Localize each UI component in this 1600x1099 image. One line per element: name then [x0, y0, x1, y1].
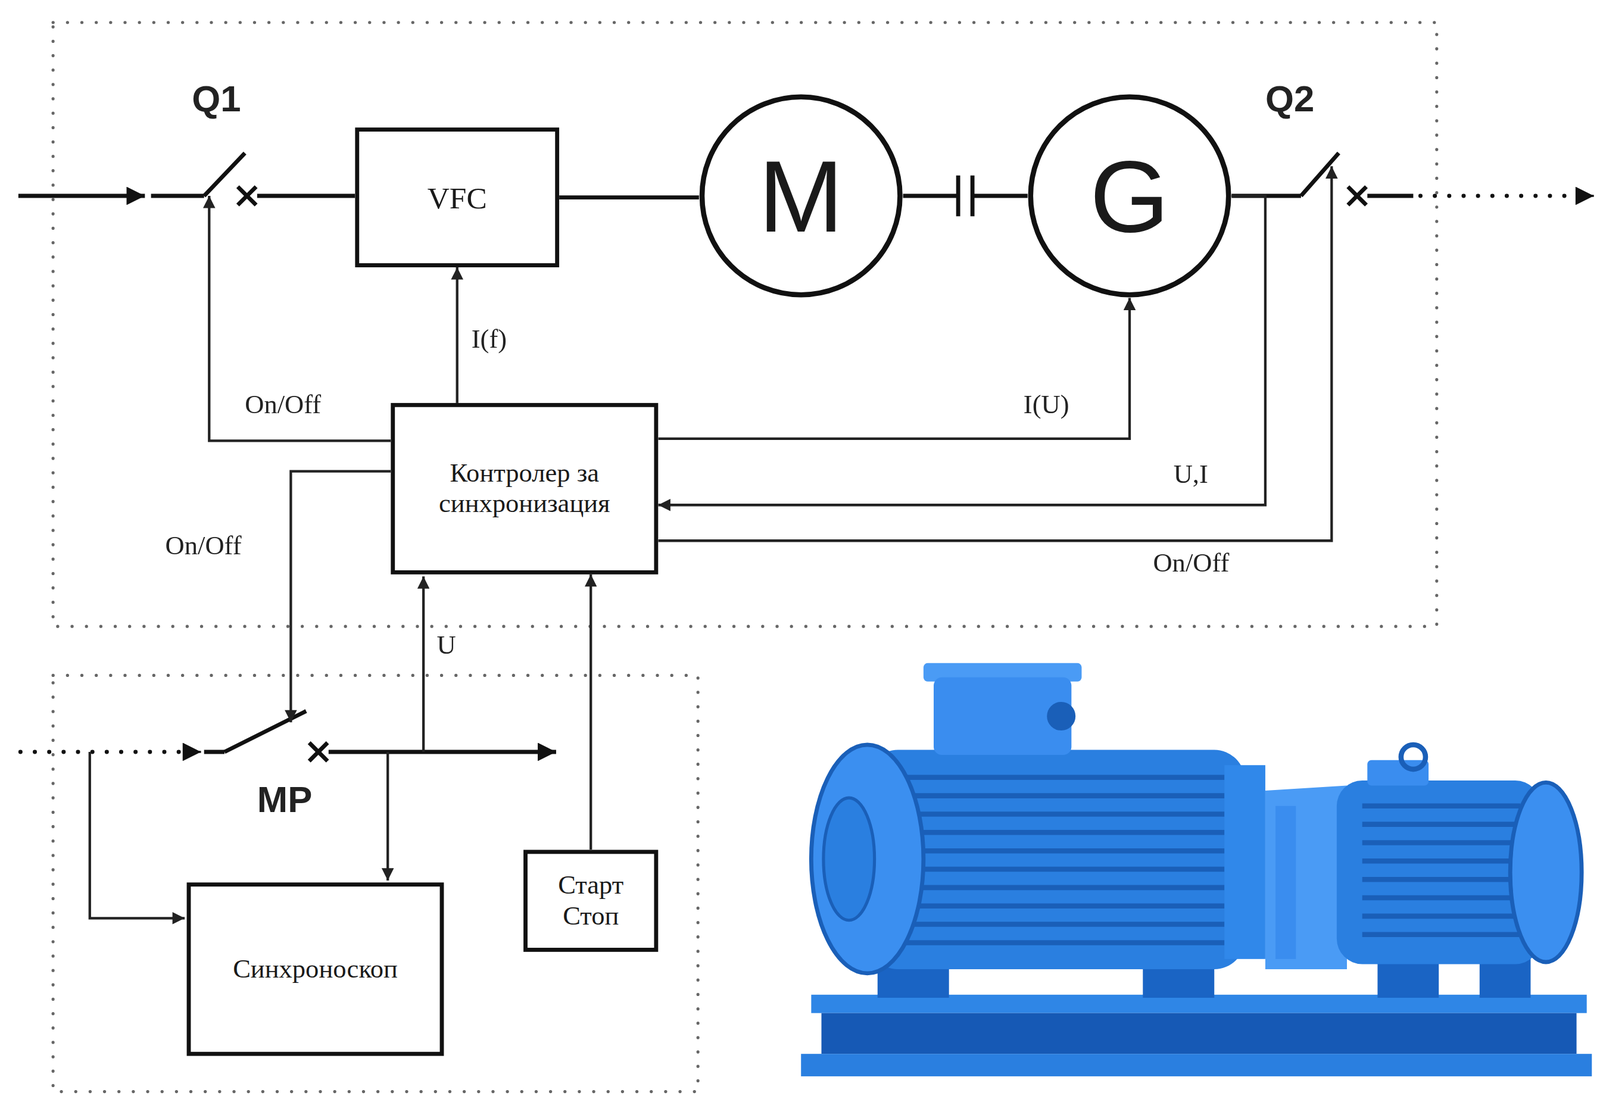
signal-name: U,I — [1173, 459, 1209, 490]
breaker-label: MP — [257, 778, 313, 822]
coupling-symbol — [958, 175, 973, 217]
controller-box: Контролер за синхронизация — [390, 403, 658, 575]
synchroscope-box: Синхроноскоп — [186, 882, 445, 1056]
node-text: Контролер за синхронизация — [409, 457, 640, 520]
signal-arrow — [589, 574, 592, 851]
power-line — [903, 194, 1028, 199]
breaker-label: Q2 — [1265, 77, 1315, 121]
signal-name: U — [436, 630, 456, 661]
signal-name: I(f) — [471, 324, 507, 355]
power-line — [559, 195, 700, 200]
start-stop-box: Старт Стоп — [523, 849, 658, 952]
signal-name: On/Off — [1152, 547, 1230, 579]
node-text: Синхроноскоп — [232, 953, 398, 985]
signal-name: On/Off — [165, 530, 242, 561]
dotted-frame — [52, 22, 1437, 1093]
breaker-label: Q1 — [191, 77, 241, 121]
node-text: M — [758, 144, 844, 247]
node-text: G — [1089, 144, 1169, 247]
node-text: Старт Стоп — [541, 870, 641, 932]
converter-box: VFC — [354, 127, 560, 268]
signal-arrow — [657, 297, 1130, 439]
node-text: VFC — [427, 179, 488, 215]
signal-name: I(U) — [1023, 390, 1070, 421]
signal-arrow — [456, 267, 459, 404]
motor-generator-illustration — [800, 663, 1592, 1077]
generator-circle: G — [1027, 94, 1233, 299]
signal-name: On/Off — [244, 390, 321, 421]
motor-circle: M — [699, 94, 904, 299]
